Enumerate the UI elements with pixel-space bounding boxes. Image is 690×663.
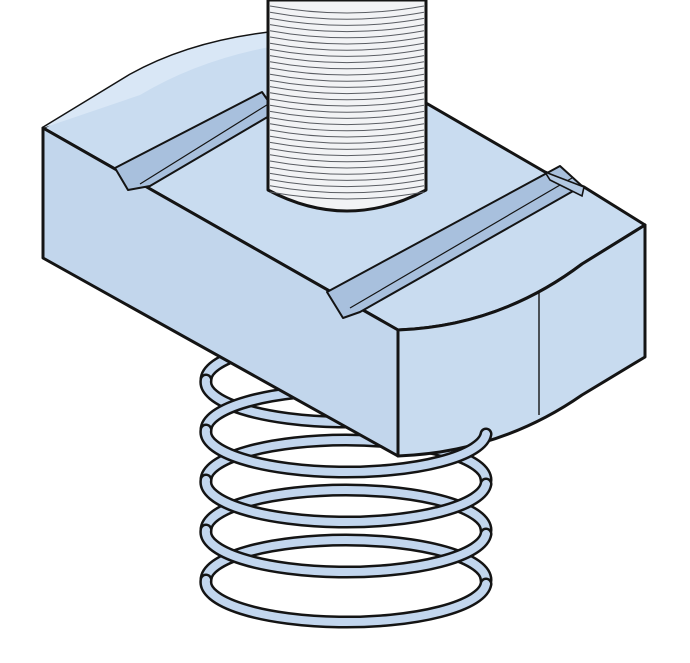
rod-thread-lines [269, 5, 425, 200]
thread-line [269, 179, 425, 188]
threaded-rod-icon [266, 0, 428, 213]
thread-line [269, 98, 425, 107]
thread-line [269, 24, 425, 33]
thread-line [269, 160, 425, 169]
nut-end-face [396, 223, 647, 458]
thread-line [269, 61, 425, 70]
nut-groove-upper-line [139, 102, 271, 185]
nut-groove-upper [114, 91, 277, 191]
spring-coil-back [202, 536, 490, 584]
spring-coil-front-outline [199, 573, 493, 629]
spring-coil-front [201, 426, 490, 477]
thread-line [269, 154, 425, 163]
thread-line [269, 5, 425, 14]
spring-coil-back [202, 436, 490, 484]
thread-line [269, 141, 425, 150]
thread-line [269, 17, 425, 26]
thread-line [269, 135, 425, 144]
thread-line [269, 30, 425, 39]
thread-line [269, 42, 425, 51]
thread-line [269, 92, 425, 101]
thread-line [269, 117, 425, 126]
thread-line [269, 48, 425, 57]
spring-coil-back [202, 486, 490, 534]
spring-coil-front [201, 576, 490, 627]
spring-coil-front [201, 476, 490, 527]
thread-line [269, 123, 425, 132]
thread-line [269, 129, 425, 138]
thread-line [269, 185, 425, 194]
thread-line [269, 86, 425, 95]
thread-line [269, 104, 425, 113]
thread-line [269, 79, 425, 88]
thread-line [269, 73, 425, 82]
nut-groove-lower [326, 165, 583, 319]
thread-line [269, 36, 425, 45]
thread-line [269, 110, 425, 119]
thread-line [269, 191, 425, 200]
thread-line [269, 172, 425, 181]
nut-top-rounded-edge [43, 30, 318, 128]
thread-line [269, 148, 425, 157]
spring-coil-front [201, 526, 490, 577]
nut-step [543, 170, 585, 198]
thread-line [269, 166, 425, 175]
thread-line [269, 67, 425, 76]
compression-spring-front-coils [199, 423, 493, 629]
thread-line [269, 55, 425, 64]
nut-groove-lower-line [349, 177, 573, 309]
thread-line [269, 11, 425, 20]
